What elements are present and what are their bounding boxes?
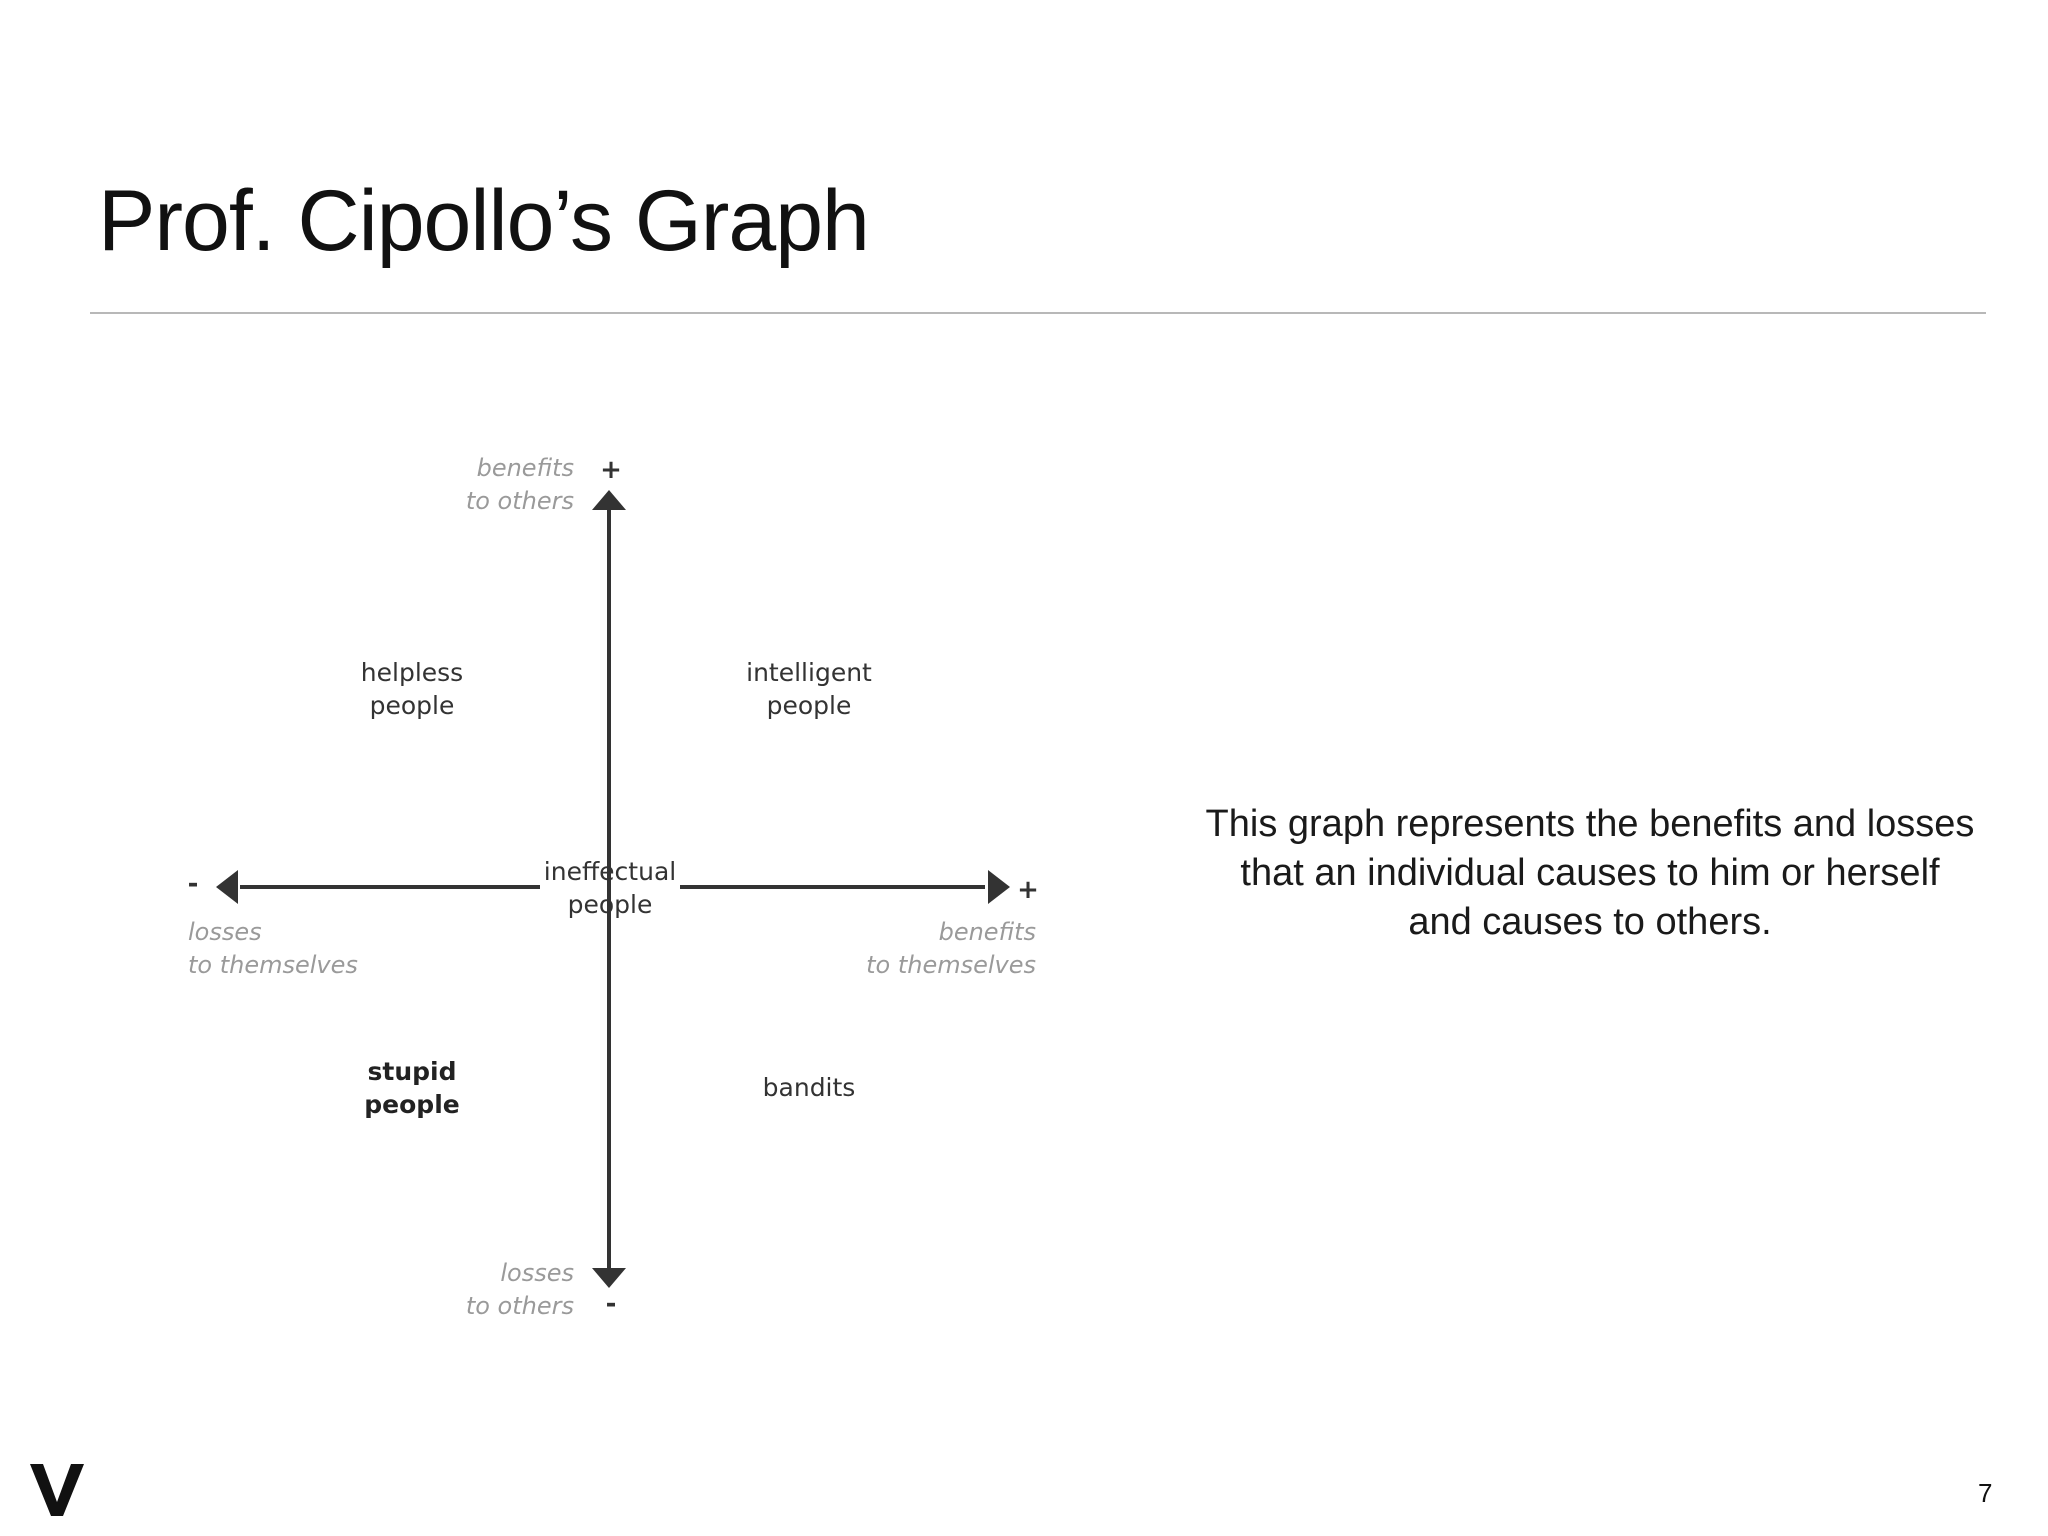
quadrant-helpless-line2: people — [370, 691, 455, 720]
left-arrowhead-icon — [216, 870, 238, 904]
quadrant-bandits-label: bandits — [763, 1073, 856, 1102]
description-line2: that an individual causes to him or hers… — [1240, 852, 1940, 894]
right-axis-label-line1: benefits — [939, 918, 1036, 946]
right-axis-label-line2: to themselves — [866, 951, 1036, 979]
down-arrowhead-icon — [592, 1268, 626, 1288]
down-axis-label-line2: to others — [466, 1292, 574, 1320]
quadrant-intelligent-line2: people — [767, 691, 852, 720]
left-axis-label-line1: losses — [188, 918, 262, 946]
description-text: This graph represents the benefits and l… — [1180, 800, 2000, 947]
up-arrowhead-icon — [592, 490, 626, 510]
quadrant-intelligent-line1: intelligent — [746, 658, 872, 687]
center-ineffectual-line2: people — [568, 890, 653, 919]
up-axis-sign: + — [600, 455, 622, 485]
right-arrowhead-icon — [988, 870, 1010, 904]
down-axis-sign: - — [606, 1289, 617, 1319]
description-line3: and causes to others. — [1408, 901, 1772, 943]
left-axis-sign: - — [188, 869, 199, 899]
down-axis-label-line1: losses — [500, 1259, 574, 1287]
quadrant-stupid-line2: people — [364, 1090, 459, 1119]
v-logo-icon — [30, 1464, 84, 1516]
right-axis-sign: + — [1017, 875, 1039, 905]
quadrant-helpless-line1: helpless — [361, 658, 463, 687]
slide-title: Prof. Cipollo’s Graph — [98, 173, 870, 269]
title-divider — [90, 312, 1986, 314]
up-axis-label-line1: benefits — [477, 454, 574, 482]
description-line1: This graph represents the benefits and l… — [1205, 803, 1975, 845]
center-ineffectual-line1: ineffectual — [544, 857, 676, 886]
up-axis-label-line2: to others — [466, 487, 574, 515]
left-axis-label-line2: to themselves — [188, 951, 358, 979]
quadrant-stupid-line1: stupid — [368, 1057, 457, 1086]
page-number: 7 — [1978, 1478, 1993, 1508]
